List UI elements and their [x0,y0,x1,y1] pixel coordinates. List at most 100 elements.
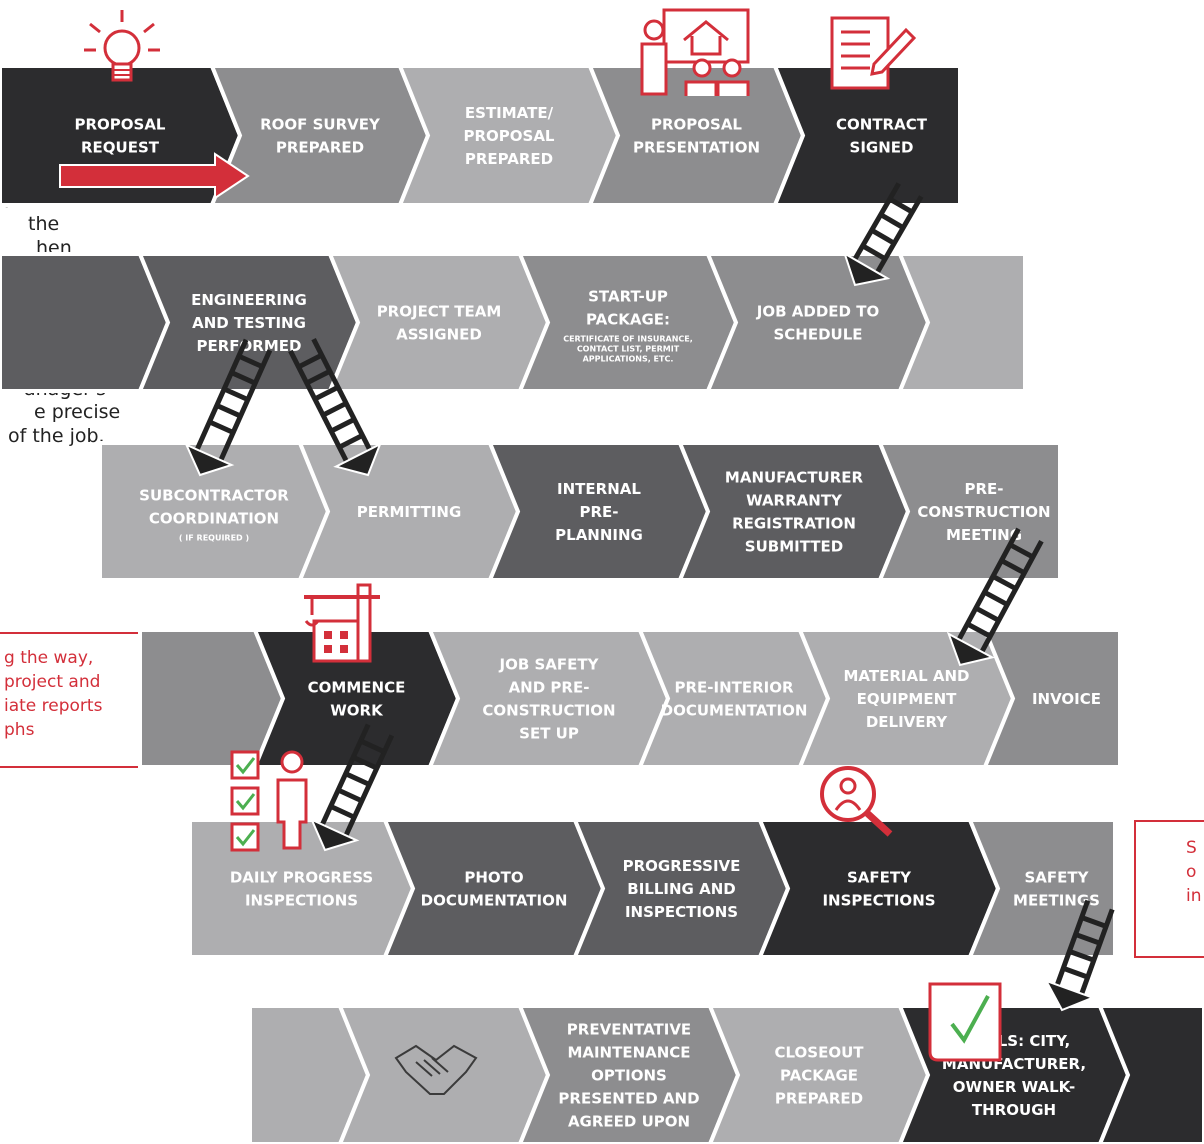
step-label: COORDINATION [149,510,279,528]
step-label: MEETINGS [1013,892,1100,910]
step-label: SCHEDULE [773,326,862,344]
step-label: INSPECTIONS [625,903,738,921]
ladder-connector [946,527,1044,667]
search-person-icon [820,766,893,837]
step-label: PROJECT TEAM [377,303,502,321]
approved-document-icon [928,982,1002,1062]
step-label: DOCUMENTATION [661,702,808,720]
step-label: INSPECTIONS [245,892,358,910]
ladder-connector [1044,899,1115,1012]
step-label: OWNER WALK- [953,1078,1075,1096]
step-shape [382,818,606,959]
step-label: MATERIAL AND [844,667,970,685]
intro-text-line: of the job. [8,424,105,447]
step-shape [897,252,1027,393]
callout-right-line: o [1186,862,1197,882]
step-label: JOB ADDED TO [756,303,879,321]
presentation-icon [640,8,750,96]
step-label: ESTIMATE/ [465,104,554,122]
step-label: PROPOSAL [651,116,742,134]
step-label: PRESENTED AND [558,1090,699,1108]
step-label: OPTIONS [591,1067,667,1085]
step-label: INSPECTIONS [822,892,935,910]
step-label: COMMENCE [308,679,406,697]
step-label: AND PRE- [509,679,590,697]
step-label: THROUGH [972,1101,1056,1119]
step-label: WARRANTY [746,492,843,510]
step-label: ROOF SURVEY [260,116,381,134]
intro-text-line: e precise [34,401,121,423]
step-label: EQUIPMENT [857,690,957,708]
step-label: SUBCONTRACTOR [139,487,289,505]
step-label: PRE- [579,503,618,521]
step-label: PREPARED [465,150,553,168]
step-label: AGREED UPON [568,1113,690,1131]
step-label: INVOICE [1032,690,1101,708]
step-label: REGISTRATION [732,515,856,533]
callout-left-line: phs [4,720,35,740]
step-label: REQUEST [81,139,160,157]
step-label: DELIVERY [866,713,948,731]
handshake-icon [394,1044,478,1095]
step-label: SIGNED [850,139,914,157]
step-label: PACKAGE: [586,311,670,329]
row-1: PROPOSAL REQUEST ROOF SURVEY PREPARED ESTIMA… [0,64,962,207]
step-label: BILLING AND [627,880,735,898]
step-shape [337,1004,551,1144]
callout-right-line: S [1186,838,1197,858]
step-label: PREPARED [775,1090,863,1108]
ladder-connector [184,338,273,477]
step-label: ENGINEERING [191,291,307,309]
step-label: PREVENTATIVE [567,1021,691,1039]
step-label: MANUFACTURER [725,469,864,487]
ladder-connector [288,337,382,477]
step-label: JOB SAFETY [499,656,600,674]
step-shape [705,252,931,393]
contract-icon [830,16,917,90]
step-label: CONSTRUCTION [482,702,615,720]
step-label: PERMITTING [357,503,462,521]
step-label: PRE-INTERIOR [674,679,794,697]
step-shape [982,628,1122,769]
step-label: PROGRESSIVE [623,857,741,875]
callout-left-line: project and [4,672,101,692]
step-sublabel: CONTACT LIST, PERMIT [577,345,680,354]
step-label: PACKAGE [780,1067,858,1085]
step-label: PERFORMED [197,337,302,355]
step-label: SAFETY [847,869,912,887]
ladder-connector [309,723,395,852]
step-label: DOCUMENTATION [421,892,568,910]
step-shape [757,818,1001,959]
callout-left-line: iate reports [4,696,103,716]
step-label: PRESENTATION [633,139,760,157]
step-sublabel: APPLICATIONS, ETC. [583,355,674,364]
step-shape [209,64,431,207]
step-shape [677,441,911,582]
step-label: WORK [330,702,384,720]
intro-text-line: the [28,213,60,235]
step-label: PRE- [964,480,1003,498]
step-label: PROPOSAL [463,127,554,145]
step-label: SUBMITTED [745,538,843,556]
step-label: ASSIGNED [396,326,482,344]
step-label: MAINTENANCE [567,1044,690,1062]
step-shape [327,252,551,393]
row-4: COMMENCE WORK JOB SAFETY AND PRE- CONSTRUCTI… [138,628,1122,769]
callout-right-line: in [1186,886,1202,906]
row-6: PREVENTATIVE MAINTENANCE OPTIONS PRESENTED … [248,1004,1204,1144]
step-label: CONSTRUCTION [917,503,1050,521]
step-label: START-UP [588,288,668,306]
step-label: INTERNAL [557,480,641,498]
step-shape [0,252,171,393]
crane-icon [304,583,380,663]
step-label: SET UP [519,725,579,743]
ladder-connector [842,182,924,287]
checklist-icon [230,750,308,852]
start-arrow [59,152,250,200]
step-label: CONTRACT [836,116,928,134]
step-label: PLANNING [555,526,643,544]
